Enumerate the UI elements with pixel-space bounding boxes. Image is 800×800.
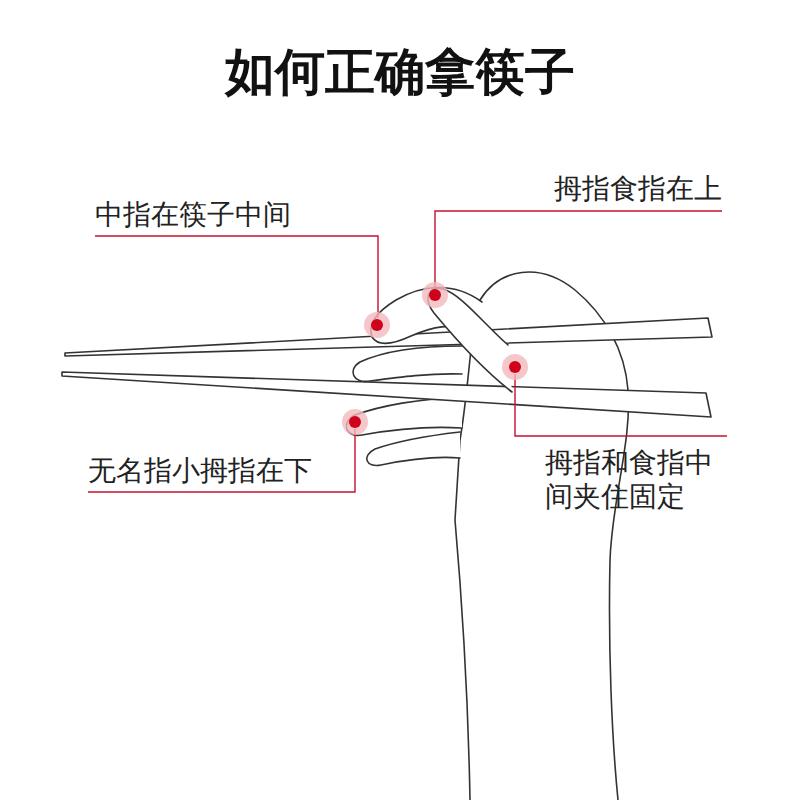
point-dot xyxy=(509,361,521,373)
leader-line xyxy=(435,211,722,288)
point-halo xyxy=(342,409,368,435)
title: 如何正确拿筷子 xyxy=(0,42,800,102)
leader-line xyxy=(515,374,727,436)
point-dot xyxy=(349,416,361,428)
callout-label: 拇指和食指中 间夹住固定 xyxy=(545,446,723,513)
leader-line xyxy=(95,236,378,318)
callout-label: 中指在筷子中间 xyxy=(95,198,395,232)
callout-label: 无名指小拇指在下 xyxy=(88,454,388,488)
middle-finger xyxy=(353,346,462,381)
point-halo xyxy=(502,354,528,380)
point-dot xyxy=(429,289,441,301)
point-halo xyxy=(422,282,448,308)
point-halo xyxy=(364,312,390,338)
little-finger xyxy=(367,432,460,465)
callout-label: 拇指食指在上 xyxy=(472,172,722,206)
point-dot xyxy=(371,319,383,331)
